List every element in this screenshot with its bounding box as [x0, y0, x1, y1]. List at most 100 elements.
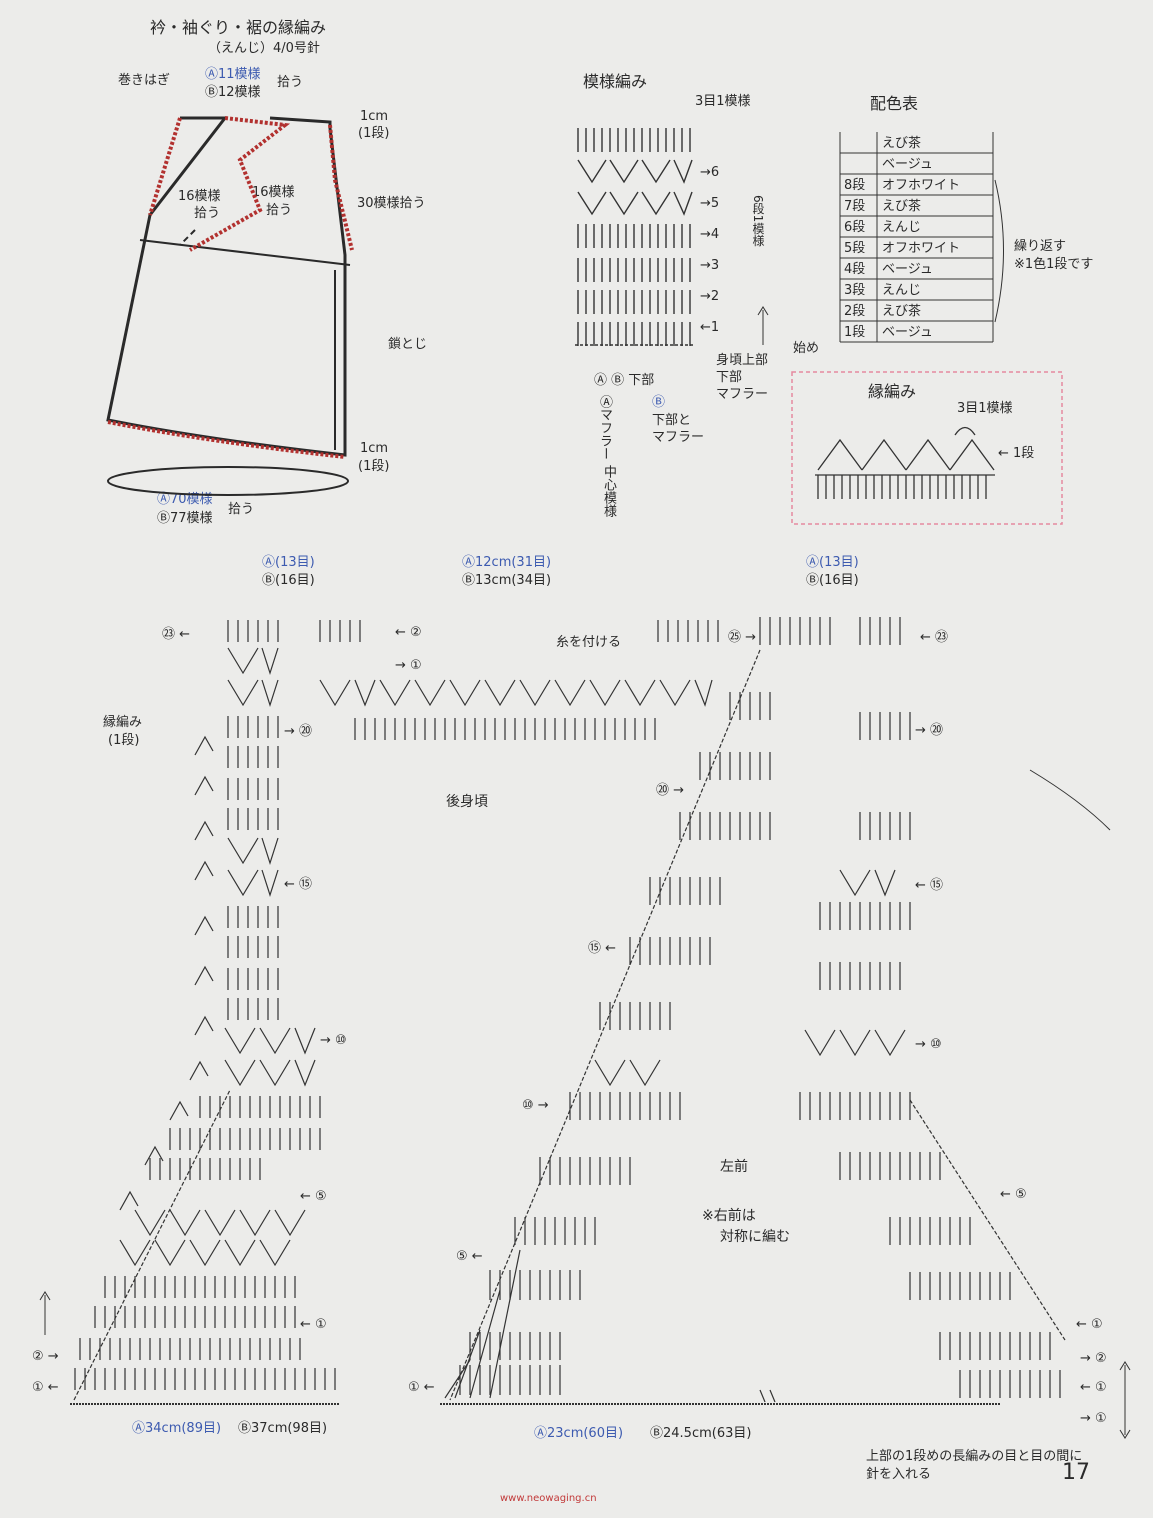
color-row-3: えび茶	[882, 199, 922, 214]
color-row-8-num: 2段	[844, 304, 866, 319]
front-top-a: Ⓐ(13目)	[806, 555, 859, 570]
page-number: 17	[1062, 1460, 1090, 1485]
color-repeat-note: 繰り返す	[1014, 239, 1067, 254]
color-row-6-num: 4段	[844, 262, 866, 277]
edge-row: (1段)	[108, 733, 140, 748]
back-top-b: Ⓑ(16目)	[262, 573, 315, 588]
watermark: www.neowaging.cn	[500, 1493, 597, 1504]
pattern-row-5: →5	[700, 196, 720, 211]
color-row-9: ベージュ	[882, 325, 933, 340]
row-marker-back-20: → ⑳	[284, 724, 313, 739]
edge-label: 縁編み	[103, 715, 143, 730]
hem-pickup-label: 拾う	[228, 502, 255, 517]
row-marker-front-15: ← ⑮	[915, 878, 944, 893]
pattern-row-6: →6	[700, 165, 720, 180]
pattern-row-3: →3	[700, 258, 720, 273]
arrows	[39, 306, 1131, 1439]
color-row-7: えんじ	[882, 283, 922, 298]
pattern-title: 模様編み	[583, 72, 648, 91]
color-row-3-num: 7段	[844, 199, 866, 214]
neck-b-label: Ⓑ12模様	[205, 85, 261, 100]
color-table-grid	[839, 132, 1004, 343]
bottom-note-2: 針を入れる	[866, 1467, 932, 1482]
front-right-pick2: 拾う	[266, 203, 293, 218]
garment-edging	[107, 116, 354, 459]
back-neck-a: Ⓐ12cm(31目)	[462, 555, 552, 570]
armhole-pick: 30模様拾う	[357, 196, 426, 211]
row-marker-front-23: ← ㉓	[920, 630, 949, 645]
row-marker-back-15: ← ⑮	[284, 877, 313, 892]
back-edge-marks	[73, 735, 231, 1401]
back-bottom-b: Ⓑ37cm(98目)	[238, 1421, 328, 1436]
front-top-b: Ⓑ(16目)	[806, 573, 859, 588]
pattern-center: 中心模様	[601, 465, 616, 517]
color-row-5-num: 5段	[844, 241, 866, 256]
pattern-row-2: →2	[700, 289, 720, 304]
color-row-4: えんじ	[882, 220, 922, 235]
row-marker-back-1c: ① ←	[32, 1380, 59, 1395]
front-left-pick2: 拾う	[194, 206, 221, 221]
front-left-pick: 16模様	[178, 189, 221, 204]
row-marker-front-1: ← ①	[1076, 1317, 1103, 1332]
one-cm-top: 1cm	[360, 109, 389, 124]
attach-yarn: 糸を付ける	[556, 635, 622, 650]
row-marker-front-10b: ⑩ →	[522, 1098, 549, 1113]
row-marker-front-15b: ⑮ ←	[588, 941, 617, 956]
color-row-2: オフホワイト	[882, 178, 961, 193]
pattern-start: 始め	[793, 341, 820, 356]
edging-swatch	[815, 426, 995, 499]
back-body-chart	[70, 620, 719, 1405]
color-row-2-num: 8段	[844, 178, 866, 193]
row-marker-front-1b: ← ①	[1080, 1380, 1107, 1395]
row-marker-back-2: ← ②	[395, 625, 422, 640]
back-top-a: Ⓐ(13目)	[262, 555, 315, 570]
neck-pickup-label: 拾う	[277, 75, 304, 90]
garment-outline	[106, 116, 351, 457]
color-row-7-num: 3段	[844, 283, 866, 298]
color-row-0: えび茶	[882, 136, 922, 151]
row-marker-back-1b: ← ①	[300, 1317, 327, 1332]
one-cm-bottom: 1cm	[360, 441, 389, 456]
back-bottom-a: Ⓐ34cm(89目)	[132, 1421, 222, 1436]
pattern-a-muffler: Ⓐマフラー	[597, 395, 612, 460]
color-row-4-num: 6段	[844, 220, 866, 235]
row-marker-back-1: → ①	[395, 658, 422, 673]
row-marker-front-5b: ⑤ ←	[456, 1249, 483, 1264]
pattern-swatch	[575, 128, 695, 347]
color-row-6: ベージュ	[882, 262, 933, 277]
mirror-note-1: ※右前は	[702, 1208, 756, 1224]
row-marker-front-20b: ⑳ →	[656, 783, 685, 798]
neck-a-label: Ⓐ11模様	[205, 67, 261, 82]
one-row-bottom: (1段)	[358, 459, 390, 474]
pattern-upper-body: 身頃上部	[716, 353, 769, 368]
hem-b-label: Ⓑ77模様	[157, 511, 213, 526]
mirror-note-2: 対称に編む	[720, 1229, 790, 1245]
front-bottom-a: Ⓐ23cm(60目)	[534, 1426, 624, 1441]
pattern-row-1: ←1	[700, 320, 720, 335]
one-row-top: (1段)	[358, 126, 390, 141]
row-marker-back-10: → ⑩	[320, 1033, 347, 1048]
front-right-pick: 16模様	[252, 185, 295, 200]
row-marker-front-1c: → ①	[1080, 1411, 1107, 1426]
edging-box-row: ← 1段	[998, 446, 1035, 461]
six-row-label: 6段1模様	[751, 195, 765, 247]
color-row-1: ベージュ	[882, 157, 933, 172]
row-marker-front-25: ㉕ →	[728, 630, 757, 645]
row-marker-front-5: ← ⑤	[1000, 1187, 1027, 1202]
pattern-b-muffler: マフラー	[652, 430, 705, 445]
row-marker-front-1d: ① ←	[408, 1380, 435, 1395]
row-marker-front-2: → ②	[1080, 1351, 1107, 1366]
pattern-ab-lower: Ⓐ Ⓑ 下部	[594, 373, 655, 388]
edging-subtitle: （えんじ）4/0号針	[208, 41, 320, 56]
color-row-9-num: 1段	[844, 325, 866, 340]
pattern-b-lower-a: Ⓑ	[652, 395, 666, 410]
row-marker-front-10: → ⑩	[915, 1037, 942, 1052]
color-repeat-note2: ※1色1段です	[1014, 257, 1094, 272]
edging-box-frame	[791, 371, 1063, 525]
bottom-note-1: 上部の1段めの長編みの目と目の間に	[866, 1449, 1083, 1464]
pattern-row-4: →4	[700, 227, 720, 242]
row-marker-front-20: → ⑳	[915, 723, 944, 738]
row-marker-back-23: ㉓ ←	[162, 627, 191, 642]
